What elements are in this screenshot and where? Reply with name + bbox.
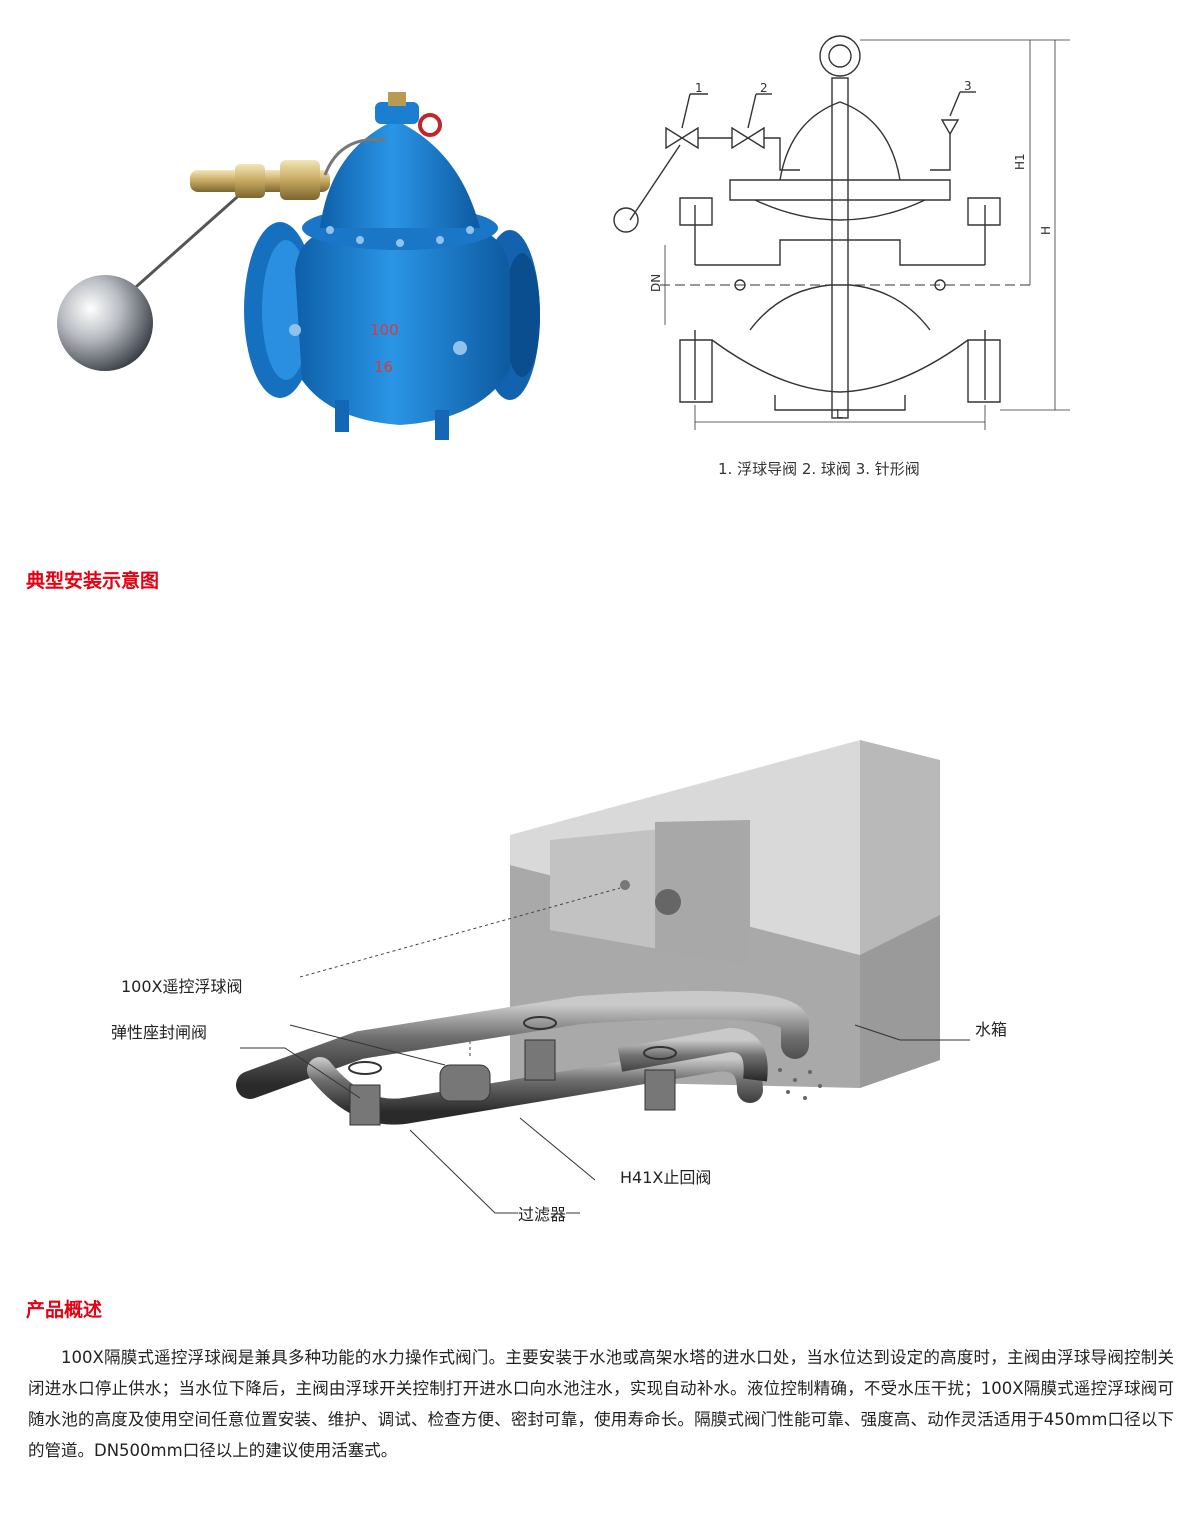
valve-section-drawing: 1 2 3 H1 H DN L (613, 35, 1070, 430)
callout-2: 2 (760, 81, 768, 95)
valve-marking-top: 100 (370, 321, 399, 339)
label-float-valve: 100X遥控浮球阀 (121, 973, 243, 997)
valve-marking-bottom: 16 (374, 358, 393, 376)
valve-product-photo: 100 16 (57, 92, 540, 440)
overview-paragraph: 100X隔膜式遥控浮球阀是兼具多种功能的水力操作式阀门。主要安装于水池或高架水塔… (28, 1348, 1174, 1460)
label-check-valve: H41X止回阀 (620, 1164, 712, 1188)
installation-section-title: 典型安装示意图 (26, 570, 160, 592)
label-filter: 过滤器 (518, 1201, 567, 1225)
callout-1: 1 (695, 81, 703, 95)
dim-dn-label: DN (649, 274, 663, 292)
dim-l-label: L (836, 407, 843, 421)
overview-section-title: 产品概述 (26, 1299, 103, 1321)
dim-h1-label: H1 (1013, 153, 1027, 170)
label-water-tank: 水箱 (975, 1016, 1008, 1040)
dim-h-label: H (1039, 226, 1053, 235)
label-gate-valve: 弹性座封闸阀 (111, 1019, 208, 1043)
diagram-caption: 1. 浮球导阀 2. 球阀 3. 针形阀 (718, 460, 920, 478)
callout-3: 3 (964, 79, 972, 93)
installation-illustration (236, 740, 970, 1214)
